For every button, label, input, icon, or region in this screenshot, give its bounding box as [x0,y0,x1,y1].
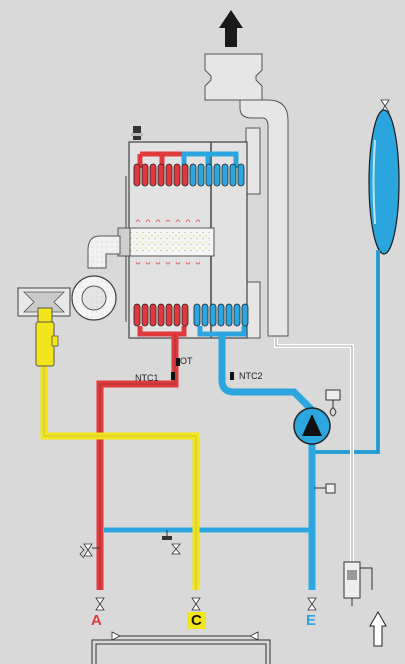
connection-frame [91,631,271,664]
vessel-pipe [314,250,380,454]
valve-icon [95,597,105,611]
condensate-trap [343,561,373,606]
label-ntc1: NTC1 [135,373,159,383]
label-ot: OT [180,356,193,366]
burner [117,219,215,265]
flue-side-panel [245,127,261,195]
label-ntc2: NTC2 [239,371,263,381]
label-a: A [91,612,102,629]
ntc1-sensor [171,372,175,380]
bottom-manifold-hot [137,326,187,337]
valve-icon [191,597,201,611]
return-pipe [218,334,316,590]
ntc2-sensor [230,372,234,380]
label-e: E [306,612,317,629]
exhaust-arrow-up-icon [219,10,243,47]
inlet-arrow-up-icon [369,610,387,647]
expansion-vessel [368,99,400,255]
safety-valve [79,543,100,559]
flue-outlet [204,53,263,101]
pump-icon [293,389,341,445]
valve-icon [307,597,317,611]
fan [71,275,117,321]
flue-duct [239,99,289,337]
bottom-coil [133,303,249,327]
gas-valve [35,307,59,367]
top-coil [133,163,245,187]
ot-sensor [176,358,180,366]
label-c: C [187,612,206,629]
valve-icon [171,543,181,555]
